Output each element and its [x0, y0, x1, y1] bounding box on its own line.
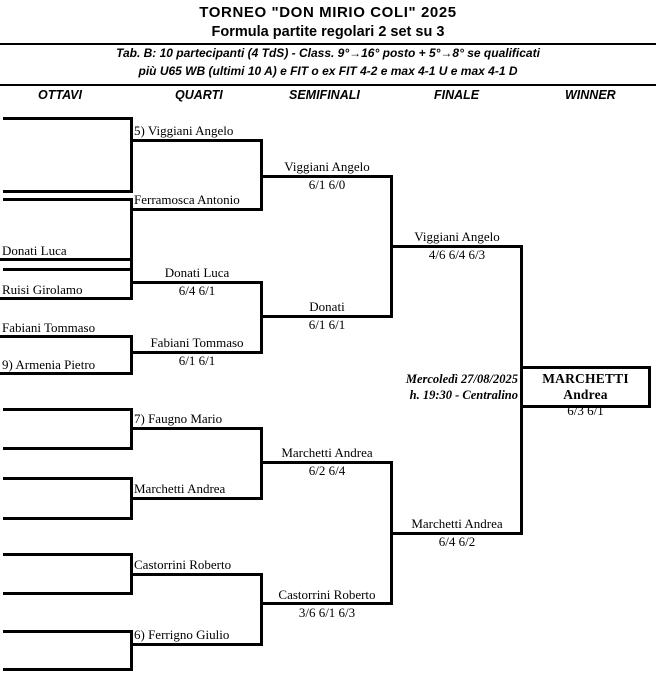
- ottavi-slot-8: 9) Armenia Pietro: [2, 357, 96, 372]
- quarti-line-4: [130, 351, 263, 354]
- header-note-line-1: Tab. B: 10 partecipanti (4 TdS) - Class.…: [116, 46, 540, 60]
- semifinali-score-1: 6/1 6/0: [308, 177, 346, 192]
- quarti-slot-1: 5) Viggiani Angelo: [134, 123, 234, 138]
- tournament-subtitle: Formula partite regolari 2 set su 3: [211, 24, 445, 40]
- ottavi-line-1: [3, 117, 133, 120]
- ottavi-line-10: [3, 447, 133, 450]
- quarti-slot-4: Fabiani Tommaso: [150, 335, 244, 350]
- semifinali-score-4: 3/6 6/1 6/3: [298, 605, 356, 620]
- column-header-ottavi: OTTAVI: [38, 88, 82, 102]
- semifinali-score-2: 6/1 6/1: [308, 317, 346, 332]
- ottavi-line-16: [3, 668, 133, 671]
- ottavi-line-14: [3, 592, 133, 595]
- semifinali-slot-3: Marchetti Andrea: [281, 445, 373, 460]
- ottavi-line-2: [3, 190, 133, 193]
- quarti-slot-6: Marchetti Andrea: [134, 481, 226, 496]
- quarti-line-3: [130, 281, 263, 284]
- header-block: TORNEO "DON MIRIO COLI" 2025 Formula par…: [0, 0, 656, 42]
- column-header-winner: WINNER: [565, 88, 616, 102]
- semifinali-slot-1: Viggiani Angelo: [284, 159, 370, 174]
- ottavi-connector-8: [130, 630, 133, 671]
- ottavi-line-5: [0, 258, 133, 261]
- winner-score: 6/3 6/1: [567, 403, 604, 418]
- final-match-time-venue: h. 19:30 - Centralino: [409, 388, 518, 402]
- column-header-semifinali: SEMIFINALI: [289, 88, 360, 102]
- ottavi-line-15: [3, 630, 133, 633]
- ottavi-line-7: [0, 335, 133, 338]
- quarti-score-4: 6/1 6/1: [178, 353, 216, 368]
- finale-slot-1: Viggiani Angelo: [414, 229, 500, 244]
- ottavi-slot-7: Fabiani Tommaso: [2, 320, 96, 335]
- ottavi-line-4: [3, 268, 133, 271]
- quarti-slot-3: Donati Luca: [164, 265, 230, 280]
- ottavi-slot-6: Ruisi Girolamo: [2, 282, 83, 297]
- finale-line-1: [390, 245, 523, 248]
- ottavi-line-12: [3, 517, 133, 520]
- header-divider-top: [0, 43, 656, 45]
- quarti-slot-2: Ferramosca Antonio: [134, 192, 240, 207]
- finale-score-1: 4/6 6/4 6/3: [428, 247, 486, 262]
- ottavi-line-13: [3, 553, 133, 556]
- semifinali-line-1: [260, 175, 393, 178]
- quarti-line-8: [130, 643, 263, 646]
- tournament-title: TORNEO "DON MIRIO COLI" 2025: [199, 4, 457, 21]
- semifinali-score-3: 6/2 6/4: [308, 463, 346, 478]
- quarti-slot-7: Castorrini Roberto: [134, 557, 232, 572]
- finale-line-2: [390, 532, 523, 535]
- semifinali-line-3: [260, 461, 393, 464]
- ottavi-slot-5: Donati Luca: [2, 243, 67, 258]
- column-header-quarti: QUARTI: [175, 88, 223, 102]
- header-note-line-2: più U65 WB (ultimi 10 A) e FIT o ex FIT …: [138, 64, 518, 78]
- quarti-line-5: [130, 427, 263, 430]
- ottavi-connector-3: [130, 258, 133, 300]
- quarti-line-1: [130, 139, 263, 142]
- ottavi-line-6: [0, 297, 133, 300]
- quarti-line-2: [130, 208, 263, 211]
- semifinali-line-2: [260, 315, 393, 318]
- quarti-slot-5: 7) Faugno Mario: [134, 411, 223, 426]
- ottavi-connector-4: [130, 335, 133, 375]
- ottavi-line-9: [3, 408, 133, 411]
- quarti-score-3: 6/4 6/1: [178, 283, 216, 298]
- header-divider-bottom: [0, 84, 656, 86]
- winner-box: MARCHETTI Andrea 6/3 6/1: [520, 366, 651, 418]
- quarti-line-6: [130, 497, 263, 500]
- semifinali-line-4: [260, 602, 393, 605]
- final-match-date: Mercoledì 27/08/2025: [405, 372, 518, 386]
- quarti-slot-8: 6) Ferrigno Giulio: [134, 627, 230, 642]
- ottavi-line-3: [3, 198, 133, 201]
- quarti-connector-4: [260, 573, 263, 646]
- winner-name: MARCHETTI Andrea: [542, 371, 629, 402]
- quarti-line-7: [130, 573, 263, 576]
- finale-score-2: 6/4 6/2: [438, 534, 476, 549]
- finale-slot-2: Marchetti Andrea: [411, 516, 503, 531]
- ottavi-connector-1: [130, 117, 133, 193]
- ottavi-connector-2: [130, 198, 133, 271]
- semifinali-slot-2: Donati: [309, 299, 345, 314]
- ottavi-line-8: [0, 372, 133, 375]
- ottavi-line-11: [3, 477, 133, 480]
- column-header-finale: FINALE: [434, 88, 480, 102]
- semifinali-slot-4: Castorrini Roberto: [278, 587, 376, 602]
